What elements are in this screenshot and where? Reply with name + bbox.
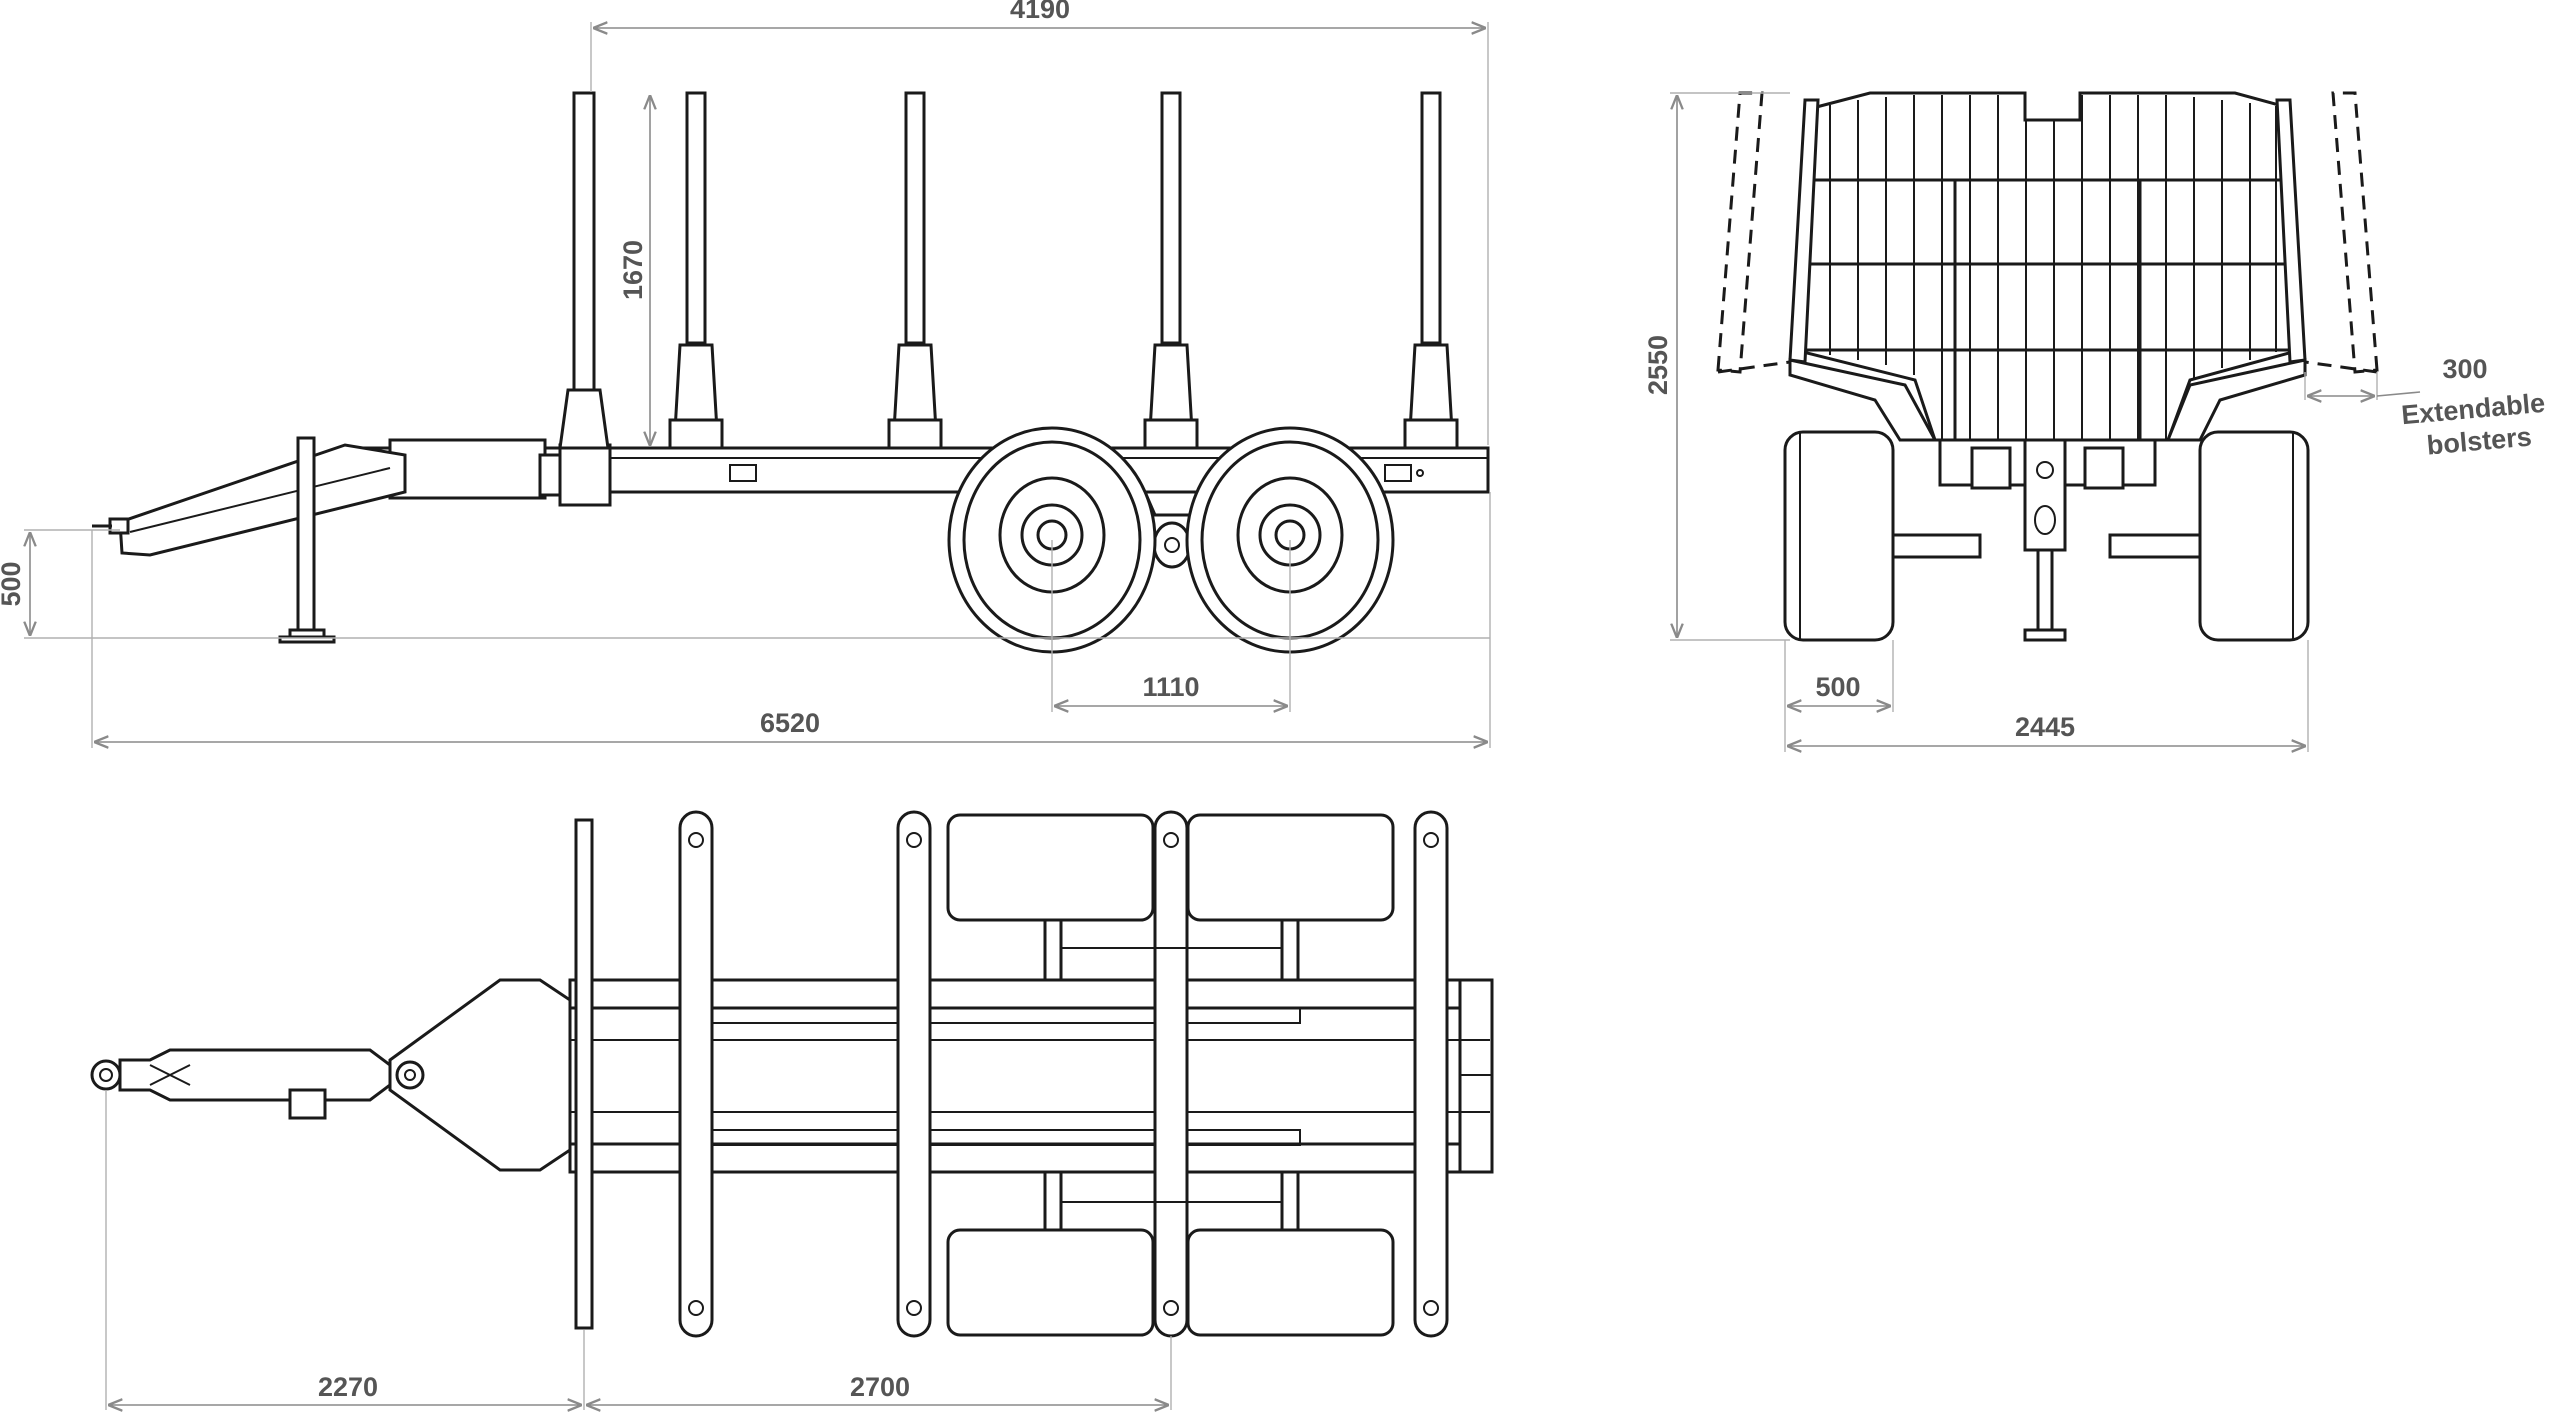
top-bolster-3 [1153,810,1189,1338]
dim-drawbar-height: 500 [0,561,26,606]
front-stanchion [558,91,610,450]
stake-1 [668,91,724,450]
top-wheel-rl [946,1228,1155,1337]
top-bolster-1 [678,810,714,1338]
dim-axle-spacing: 1110 [1142,672,1199,702]
front-wheel-left [1783,430,1895,642]
stake-2 [887,91,943,450]
dim-overall-width: 2445 [2015,712,2075,742]
dim-bolster-extension: 300 [2442,354,2487,384]
dim-bolster-spacing: 2700 [850,1372,910,1402]
top-wheel-rr [1186,1228,1395,1337]
top-front-bolster [574,818,594,1330]
front-view: 2550 300 Extendable bolsters 500 2445 [1643,91,2546,752]
dim-stake-height: 1670 [618,240,648,300]
top-bolster-2 [896,810,932,1338]
dim-front-height: 2550 [1643,335,1673,395]
top-drawbar [118,1048,392,1102]
stake-3 [1143,91,1199,450]
top-bolster-4 [1413,810,1449,1338]
extendable-bolsters-label-line2: bolsters [2426,422,2533,461]
dim-drawbar-length: 2270 [318,1372,378,1402]
front-wheel-right [2198,430,2310,642]
front-stake-left [1788,98,1820,364]
side-view: 4190 1670 500 1110 6520 [0,0,1491,748]
dim-overall-length: 6520 [760,708,820,738]
top-wheel-fr [1186,813,1395,922]
top-wheel-fl [946,813,1155,922]
front-stake-right [2275,98,2307,364]
extended-stake-right [2331,91,2379,374]
stake-4 [1403,91,1459,450]
support-jack [296,436,316,635]
dim-top-width: 4190 [1010,0,1070,24]
top-frame-rail-lower [568,1142,1494,1174]
extended-stake-left [1716,91,1764,374]
dim-wheel-width: 500 [1815,672,1860,702]
log-lines [1800,95,2295,440]
top-view: 2270 2700 [90,810,1494,1410]
